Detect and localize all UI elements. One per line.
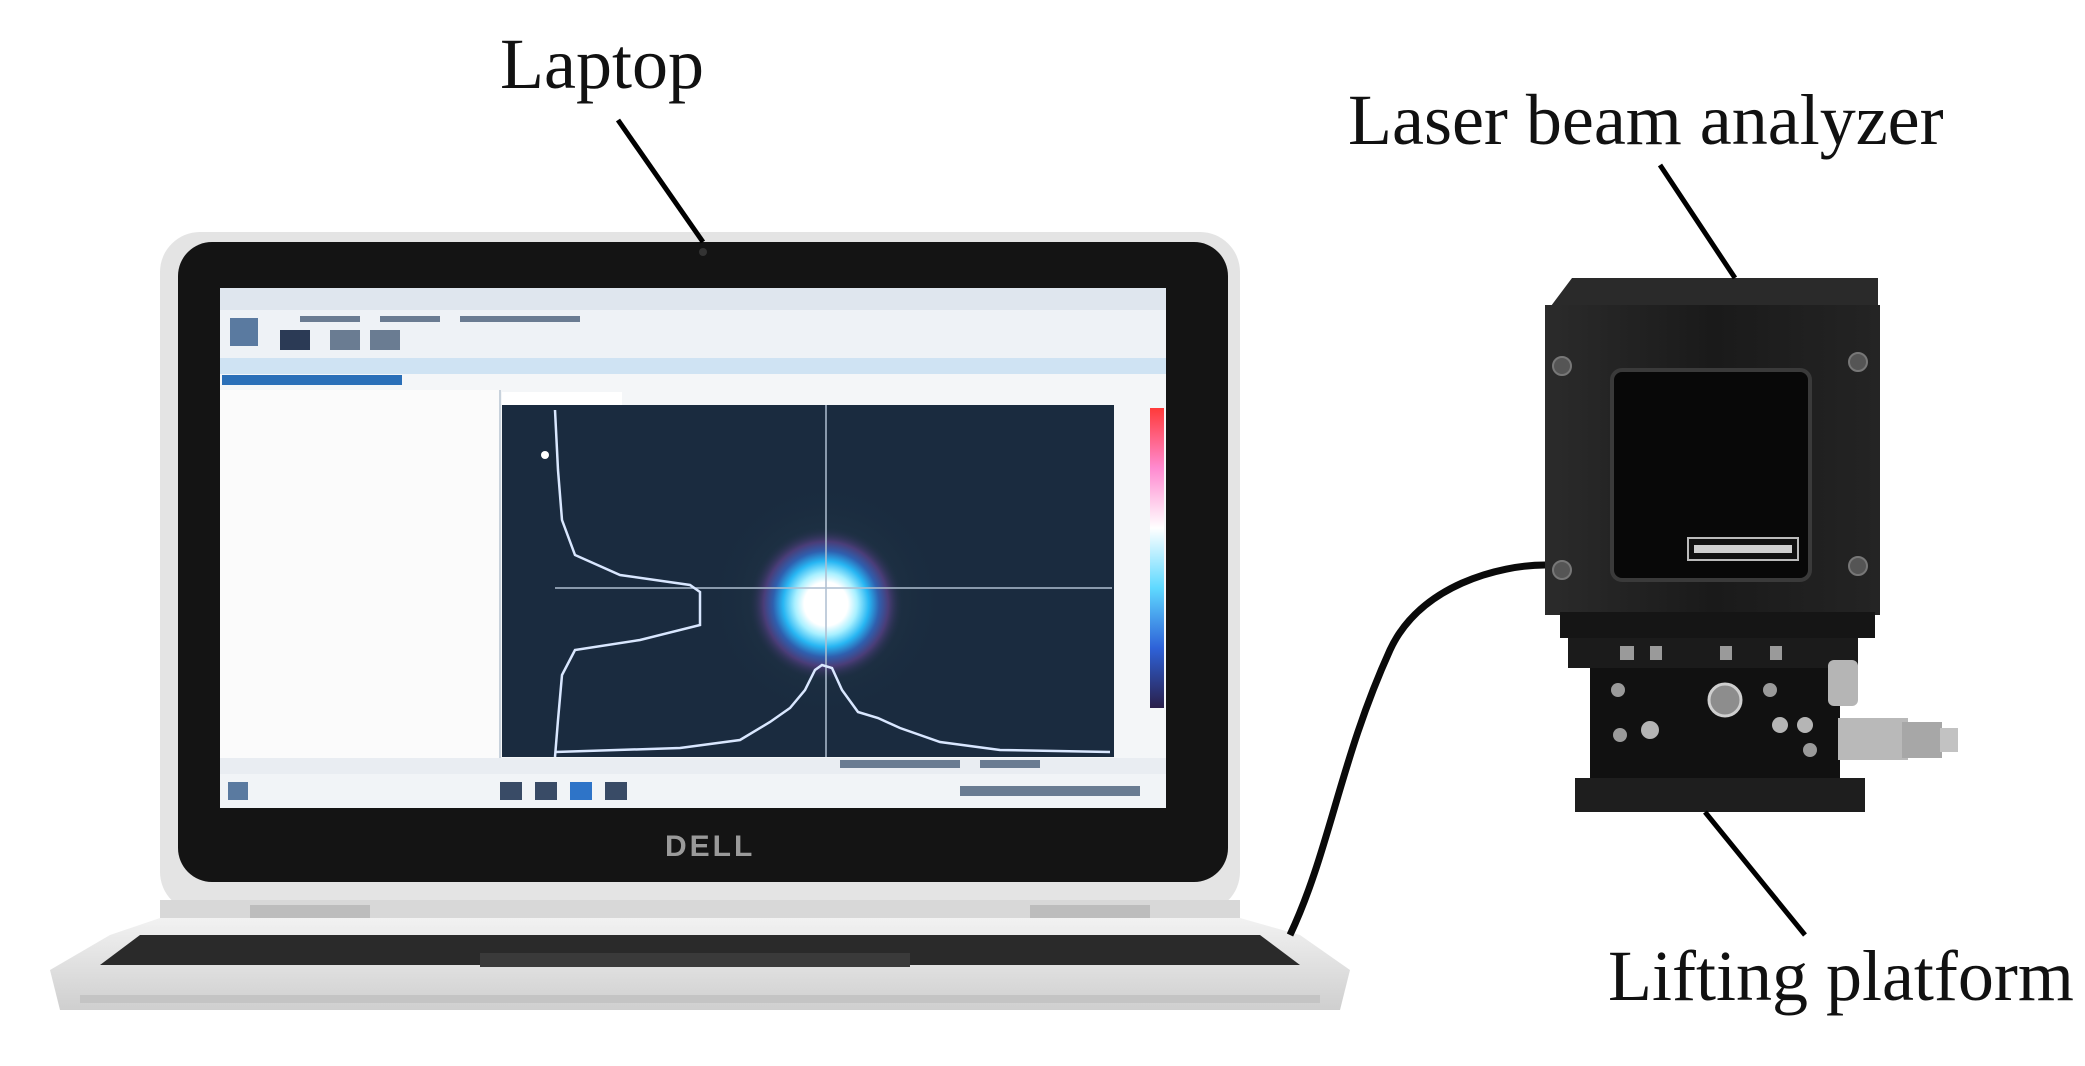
- label-laser-beam-analyzer: Laser beam analyzer: [1348, 80, 1944, 160]
- screw: [1552, 356, 1572, 376]
- laptop: [50, 232, 1350, 1010]
- leader-line-platform: [1703, 810, 1807, 937]
- webcam: [699, 248, 707, 256]
- colorbar: [1150, 408, 1164, 708]
- horizontal-profile: [554, 663, 1111, 754]
- lifting-platform: [1568, 638, 1958, 812]
- laptop-hinge: [160, 900, 1240, 920]
- usb-cable: [1286, 561, 1546, 937]
- screw: [1848, 352, 1868, 372]
- screw: [1848, 556, 1868, 576]
- label-lifting-platform: Lifting platform: [1608, 936, 2074, 1016]
- keyboard: [100, 935, 1300, 965]
- leader-line-analyzer: [1657, 163, 1738, 280]
- screw: [1552, 560, 1572, 580]
- analyzer-aperture: [1610, 368, 1812, 582]
- vertical-profile: [553, 409, 702, 758]
- label-laptop: Laptop: [500, 24, 704, 104]
- laser-beam-analyzer: [1545, 278, 1880, 638]
- leader-line-laptop: [615, 118, 706, 244]
- micrometer: [1838, 718, 1908, 760]
- dell-logo: DELL: [665, 830, 756, 863]
